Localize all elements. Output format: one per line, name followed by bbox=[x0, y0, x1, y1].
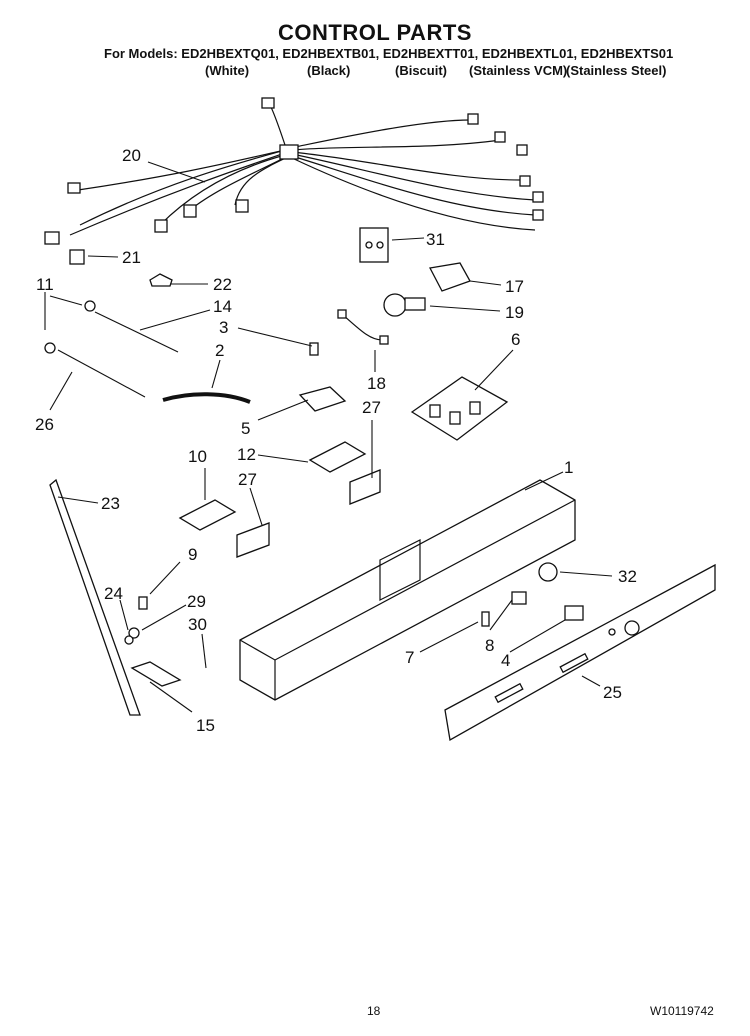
callout-25: 25 bbox=[603, 683, 622, 702]
callout-labels: 20 21 31 11 22 17 14 19 3 6 2 18 26 5 27… bbox=[35, 146, 637, 735]
callout-15: 15 bbox=[196, 716, 215, 735]
variant-biscuit: (Biscuit) bbox=[395, 63, 447, 78]
variant-stainless-vcm: (Stainless VCM) bbox=[469, 63, 568, 78]
screw-7-part bbox=[481, 611, 490, 627]
callout-24: 24 bbox=[104, 584, 123, 603]
callout-14: 14 bbox=[213, 297, 232, 316]
grommet-part bbox=[44, 300, 96, 354]
callout-9: 9 bbox=[188, 545, 197, 564]
label-27b-part bbox=[349, 469, 381, 505]
light-switch-part bbox=[511, 591, 527, 605]
thermostat-part bbox=[298, 386, 347, 412]
wire-jumper-part bbox=[337, 309, 389, 345]
control-trim-part bbox=[444, 563, 716, 742]
screw-3-part bbox=[309, 342, 319, 356]
label-pad-part bbox=[359, 227, 389, 263]
screw-9-part bbox=[138, 596, 148, 610]
callout-26: 26 bbox=[35, 415, 54, 434]
wire-harness-part bbox=[44, 97, 544, 245]
callout-18: 18 bbox=[367, 374, 386, 393]
bracket-15-part bbox=[130, 661, 182, 687]
leader-lines bbox=[44, 161, 613, 713]
control-switch-part bbox=[564, 605, 584, 621]
callout-20: 20 bbox=[122, 146, 141, 165]
callout-21: 21 bbox=[122, 248, 141, 267]
washer-part bbox=[124, 627, 140, 645]
callout-27-lower: 27 bbox=[238, 470, 257, 489]
callout-32: 32 bbox=[618, 567, 637, 586]
document-number: W10119742 bbox=[650, 1004, 714, 1018]
callout-19: 19 bbox=[505, 303, 524, 322]
callout-2: 2 bbox=[215, 341, 224, 360]
callout-3: 3 bbox=[219, 318, 228, 337]
callout-7: 7 bbox=[405, 648, 414, 667]
variant-white: (White) bbox=[205, 63, 250, 78]
callout-4: 4 bbox=[501, 651, 510, 670]
label-27a-part bbox=[236, 522, 270, 558]
callout-30: 30 bbox=[188, 615, 207, 634]
callout-1: 1 bbox=[564, 458, 573, 477]
callout-17: 17 bbox=[505, 277, 524, 296]
callout-6: 6 bbox=[511, 330, 520, 349]
callout-22: 22 bbox=[213, 275, 232, 294]
callout-10: 10 bbox=[188, 447, 207, 466]
light-bulb-part bbox=[383, 293, 426, 317]
variant-black: (Black) bbox=[307, 63, 351, 78]
control-board-part bbox=[410, 376, 509, 441]
callout-5: 5 bbox=[241, 419, 250, 438]
terminal-clip-part bbox=[69, 249, 85, 265]
callout-27-upper: 27 bbox=[362, 398, 381, 417]
tubing-part bbox=[162, 392, 251, 404]
callout-11: 11 bbox=[36, 275, 54, 294]
damper-part-10 bbox=[178, 499, 237, 531]
callout-8: 8 bbox=[485, 636, 494, 655]
light-socket-part bbox=[429, 262, 471, 292]
page-title: CONTROL PARTS bbox=[278, 20, 472, 45]
capillary-tube-part bbox=[57, 311, 179, 398]
page-number: 18 bbox=[367, 1004, 381, 1018]
callout-29: 29 bbox=[187, 592, 206, 611]
control-housing-part bbox=[239, 479, 576, 701]
variant-stainless-steel: (Stainless Steel) bbox=[566, 63, 667, 78]
callout-31: 31 bbox=[426, 230, 445, 249]
model-list: For Models: ED2HBEXTQ01, ED2HBEXTB01, ED… bbox=[104, 46, 674, 61]
cable-tie-part bbox=[149, 273, 173, 287]
knob-part bbox=[538, 562, 558, 582]
callout-23: 23 bbox=[101, 494, 120, 513]
callout-12: 12 bbox=[237, 445, 256, 464]
damper-part-12 bbox=[308, 441, 367, 473]
side-panel-part bbox=[49, 478, 141, 716]
